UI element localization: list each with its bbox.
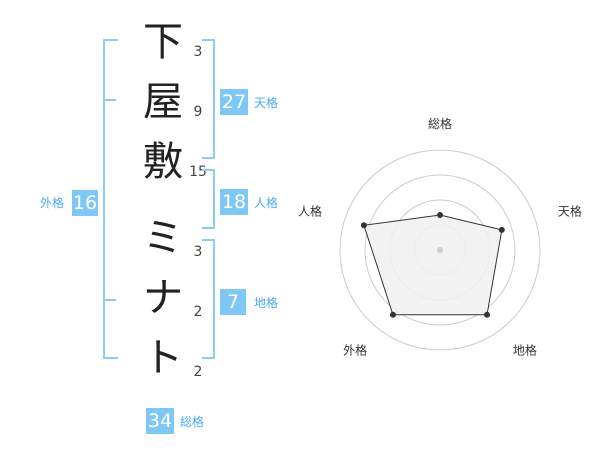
name-char-4: ミ (143, 215, 183, 261)
radar-point-3 (484, 311, 491, 318)
chikaku-score-box: 7 (220, 289, 246, 315)
name-char-6: ト (143, 335, 183, 381)
radar-grid-ring (364, 174, 516, 326)
radar-center-dot (437, 247, 443, 253)
stroke-count-1: 3 (193, 44, 203, 60)
radar-axis-label-5: 人格 (298, 204, 322, 219)
jinkaku-label: 人格 (254, 196, 279, 210)
stroke-count-4: 3 (193, 244, 203, 260)
tenkaku-label: 天格 (254, 96, 279, 110)
radar-point-2 (498, 226, 505, 233)
stroke-count-2: 9 (193, 104, 203, 120)
name-char-3: 敷 (143, 139, 183, 185)
radar-axis-label-1: 総格 (428, 116, 452, 131)
tenkaku-score-box: 27 (220, 89, 248, 115)
jinkaku-bracket (202, 169, 215, 229)
chikaku-label: 地格 (254, 296, 279, 310)
radar-axis-label-3: 地格 (513, 342, 537, 357)
radar-grid-ring (339, 149, 541, 351)
gaikaku-label: 外格 (40, 196, 65, 210)
radar-axis-label-4: 外格 (343, 342, 367, 357)
radar-point-4 (389, 311, 396, 318)
gaikaku-score-box: 16 (72, 190, 98, 216)
outer-left-bracket (103, 39, 118, 359)
stroke-count-6: 2 (193, 364, 203, 380)
name-char-5: ナ (143, 275, 183, 321)
stroke-count-5: 2 (193, 304, 203, 320)
name-char-1: 下 (143, 19, 183, 65)
stroke-count-3: 15 (189, 164, 207, 180)
tenkaku-bracket (202, 39, 215, 159)
radar-axis-label-2: 天格 (558, 204, 582, 219)
soukaku-label: 総格 (180, 415, 205, 429)
chikaku-bracket (202, 239, 215, 359)
radar-point-5 (360, 222, 367, 229)
radar-data-polygon (363, 214, 503, 316)
radar-point-1 (437, 212, 443, 218)
name-char-2: 屋 (143, 79, 183, 125)
soukaku-score-box: 34 (146, 408, 174, 434)
jinkaku-score-box: 18 (220, 189, 248, 215)
